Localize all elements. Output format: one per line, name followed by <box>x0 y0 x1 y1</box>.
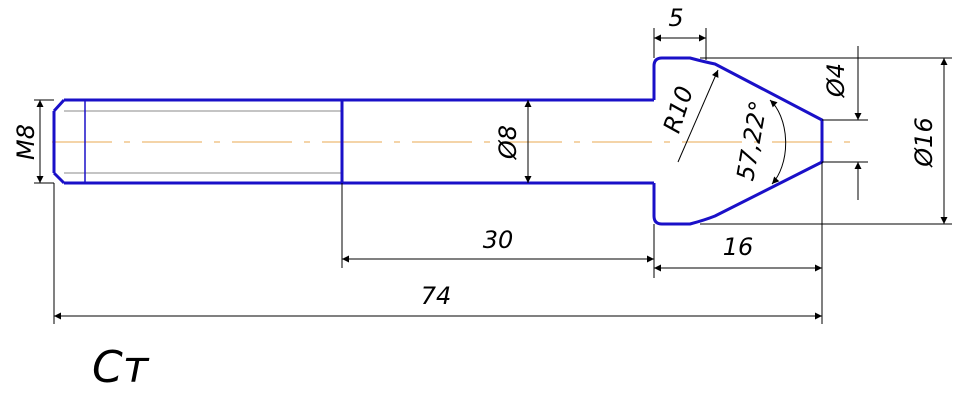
thread-minor-lines <box>64 110 342 174</box>
tip-diameter-label: Ø4 <box>822 63 850 98</box>
part-outline <box>52 56 824 226</box>
thread-label: M8 <box>12 124 40 160</box>
material-label: Ст <box>92 342 150 393</box>
dimension-lines <box>34 28 952 324</box>
angle-label: 57,22° <box>731 98 773 182</box>
head-length-label: 16 <box>723 233 754 261</box>
overall-length-label: 74 <box>421 282 452 310</box>
head-diameter-label: Ø16 <box>910 117 938 167</box>
head-thickness-label: 5 <box>668 4 683 32</box>
shaft-length-label: 30 <box>483 226 514 254</box>
shaft-diameter-label: Ø8 <box>494 125 522 160</box>
